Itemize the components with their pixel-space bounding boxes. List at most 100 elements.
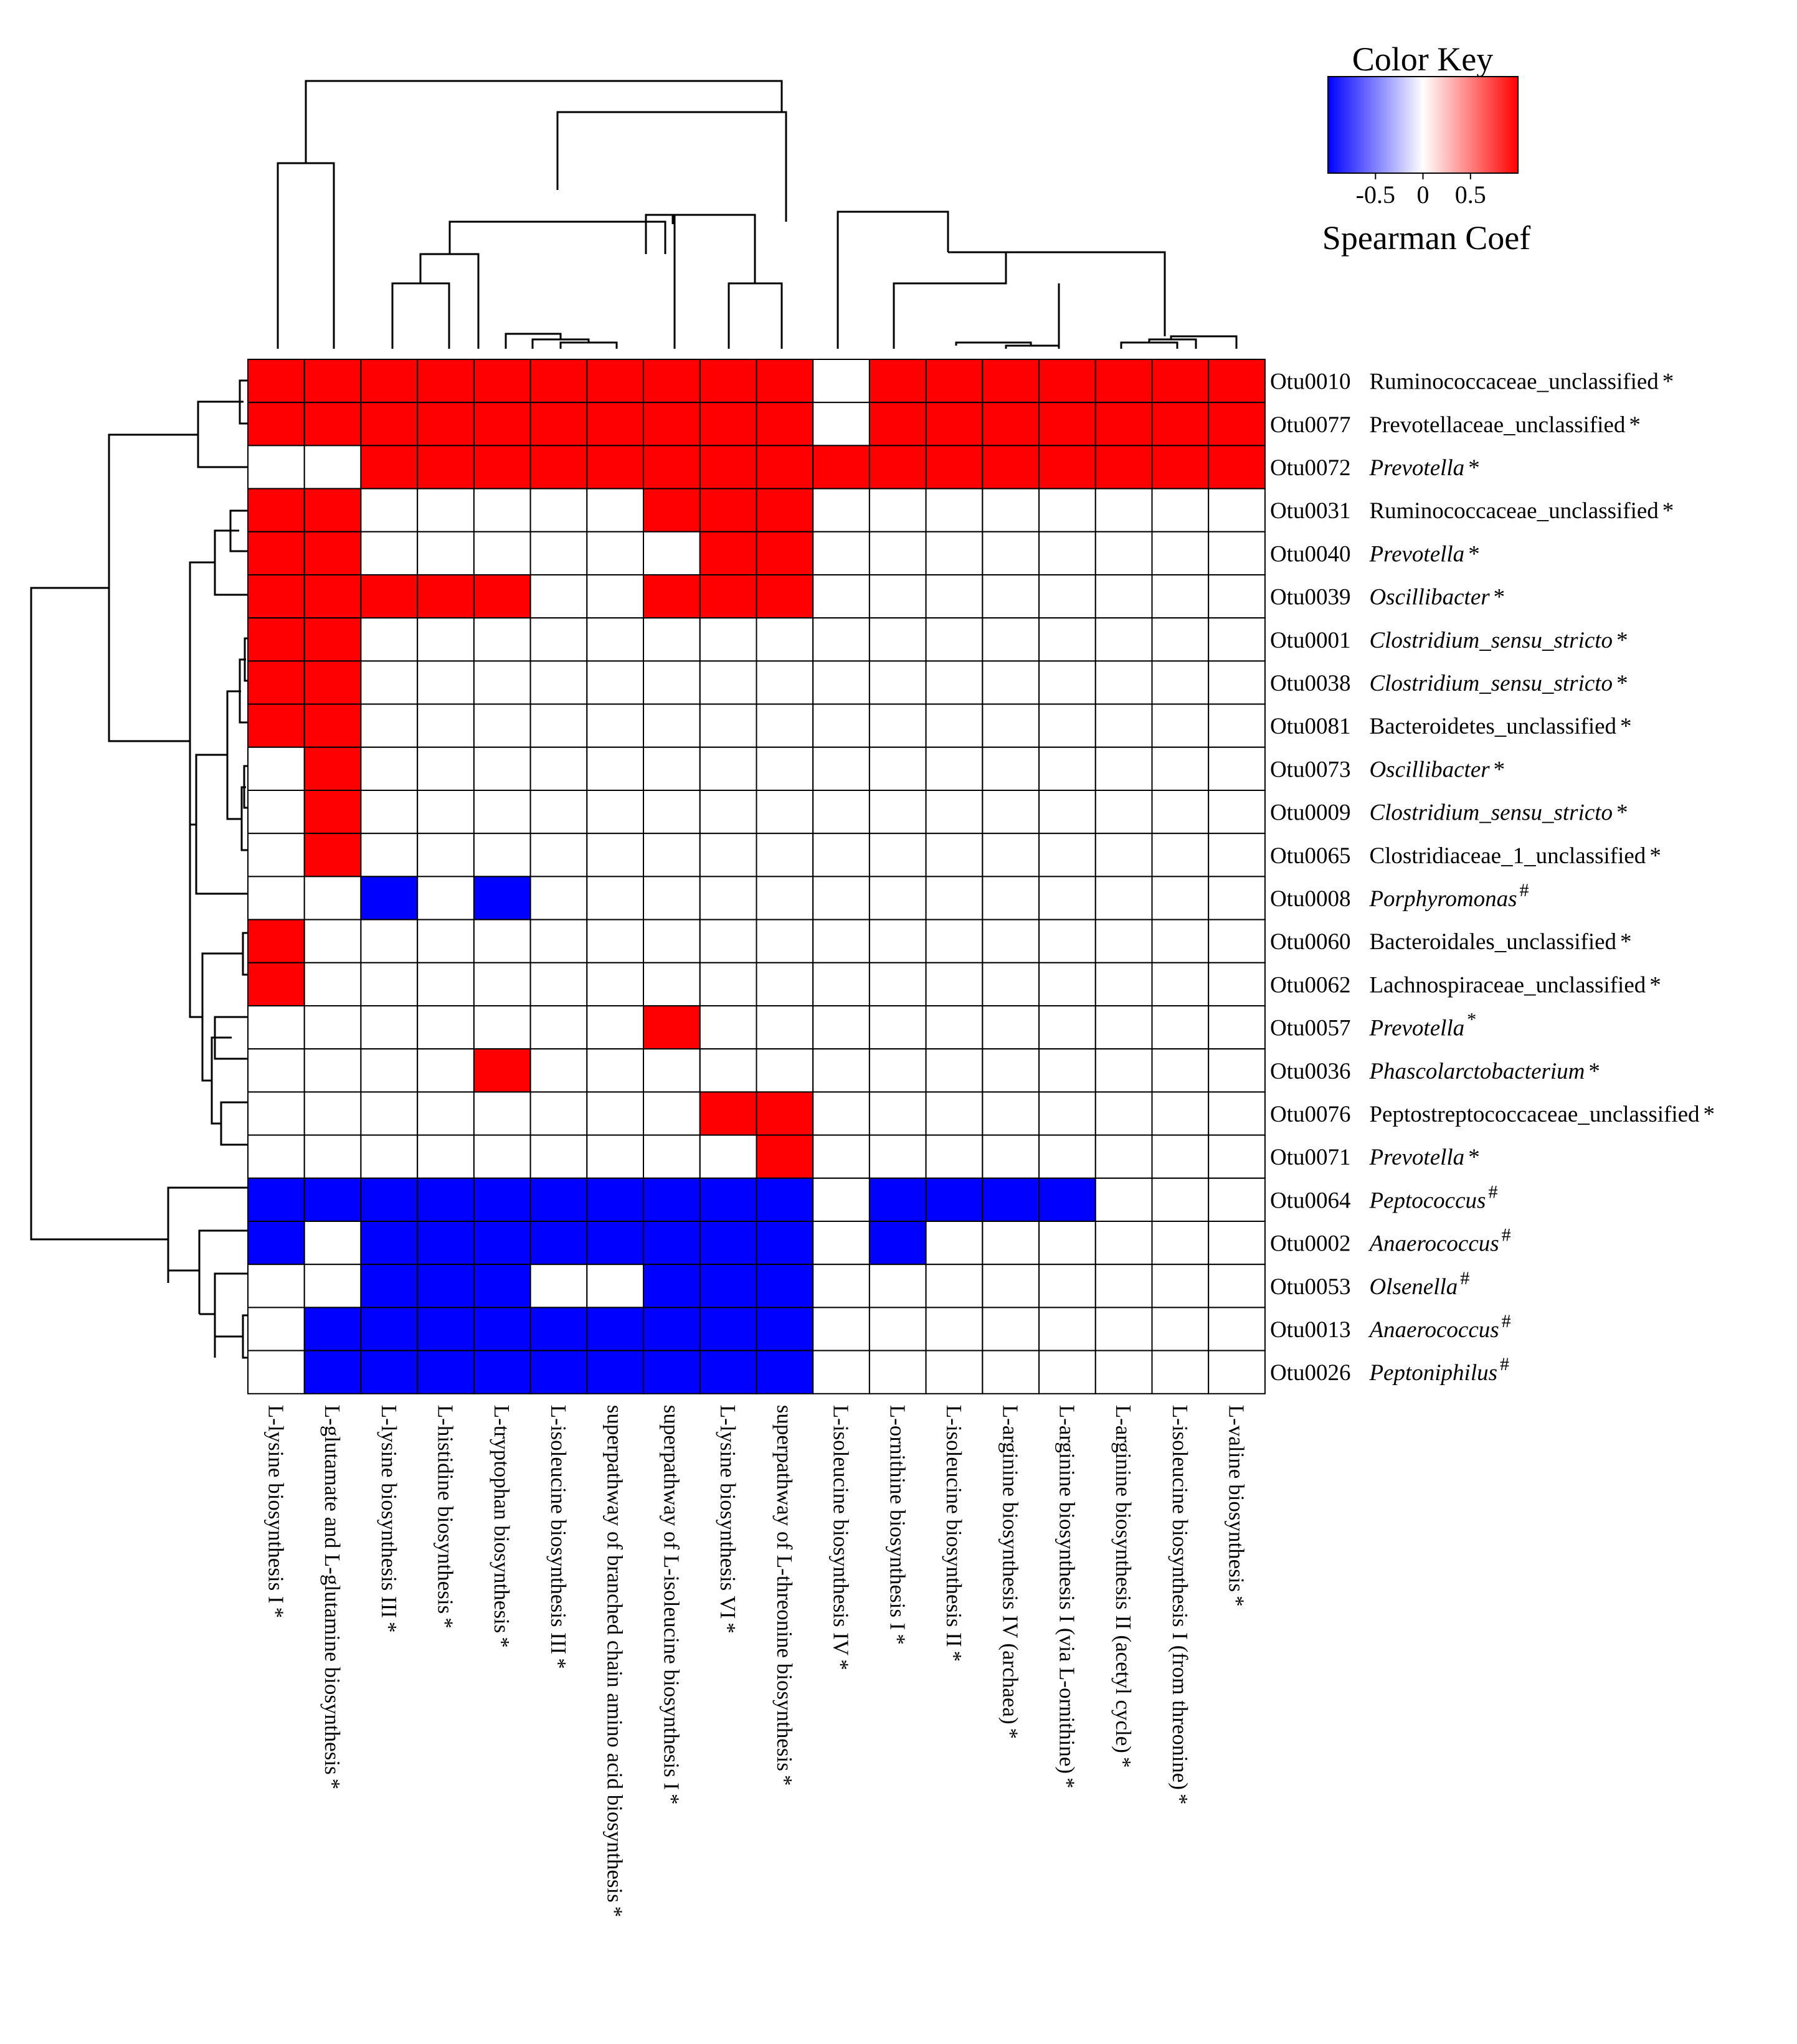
heatmap-cell-r2-c10 xyxy=(812,445,870,490)
row-otu-id: Otu0076 xyxy=(1270,1102,1351,1127)
heatmap-cell-r19-c10 xyxy=(812,1177,870,1223)
column-label: L-arginine biosynthesis IV (archaea)* xyxy=(998,1405,1023,1739)
heatmap-cell-r11-c12 xyxy=(925,833,984,878)
heatmap-cell-r19-c11 xyxy=(868,1177,927,1223)
heatmap-cell-r21-c9 xyxy=(756,1264,814,1308)
heatmap-cell-r4-c2 xyxy=(360,531,419,575)
heatmap-cell-r7-c16 xyxy=(1151,660,1210,705)
heatmap-cell-r15-c6 xyxy=(586,1005,644,1050)
heatmap-cell-r3-c4 xyxy=(473,488,531,532)
row-taxon-name: Anaerococcus xyxy=(1367,1317,1499,1343)
heatmap-cell-r0-c16 xyxy=(1151,359,1210,404)
heatmap-cell-r15-c2 xyxy=(360,1005,419,1050)
row-significance-mark: # xyxy=(1520,880,1529,901)
heatmap-cell-r5-c10 xyxy=(812,574,870,619)
heatmap-cell-r15-c9 xyxy=(756,1005,814,1050)
heatmap-cell-r3-c1 xyxy=(303,488,362,532)
row-taxon-name: Lachnospiraceae_unclassified xyxy=(1369,972,1646,998)
heatmap-cell-r19-c4 xyxy=(473,1177,531,1223)
heatmap-cell-r22-c16 xyxy=(1151,1307,1210,1351)
heatmap-cell-r6-c17 xyxy=(1208,617,1266,662)
column-label-text: L-isoleucine biosynthesis I (from threon… xyxy=(1168,1405,1192,1790)
heatmap-cell-r3-c6 xyxy=(586,488,644,532)
heatmap-cell-r6-c11 xyxy=(868,617,927,662)
heatmap-cell-r5-c0 xyxy=(247,574,305,619)
heatmap-cell-r8-c6 xyxy=(586,703,644,748)
heatmap-cell-r4-c6 xyxy=(586,531,644,575)
heatmap-cell-r9-c12 xyxy=(925,746,984,792)
heatmap-cell-r10-c16 xyxy=(1151,790,1210,835)
heatmap-cell-r6-c10 xyxy=(812,617,870,662)
heatmap-cell-r20-c1 xyxy=(303,1221,362,1266)
heatmap-cell-r12-c16 xyxy=(1151,876,1210,920)
heatmap-cell-r1-c6 xyxy=(586,402,644,447)
row-otu-id: Otu0065 xyxy=(1270,843,1351,869)
heatmap-cell-r7-c1 xyxy=(303,660,362,705)
column-significance-mark: * xyxy=(1111,1757,1136,1768)
heatmap-cell-r13-c12 xyxy=(925,919,984,963)
heatmap-cell-r5-c15 xyxy=(1094,574,1153,619)
heatmap-cell-r4-c8 xyxy=(699,531,757,575)
heatmap-cell-r3-c10 xyxy=(812,488,870,532)
heatmap-cell-r13-c0 xyxy=(247,919,305,963)
heatmap-cell-r19-c14 xyxy=(1038,1177,1096,1223)
row-significance-mark: * xyxy=(1629,412,1641,438)
heatmap-cell-r2-c12 xyxy=(925,445,984,490)
row-otu-id: Otu0077 xyxy=(1270,412,1351,438)
heatmap-cell-r10-c10 xyxy=(812,790,870,835)
row-otu-id: Otu0040 xyxy=(1270,541,1351,567)
heatmap-cell-r8-c7 xyxy=(643,703,701,748)
heatmap-cell-r8-c16 xyxy=(1151,703,1210,748)
heatmap-cell-r23-c10 xyxy=(812,1350,870,1394)
heatmap-cell-r20-c17 xyxy=(1208,1221,1266,1266)
heatmap-cell-r17-c8 xyxy=(699,1091,757,1136)
row-taxon-name: Oscillibacter xyxy=(1369,757,1490,782)
heatmap-cell-r10-c14 xyxy=(1038,790,1096,835)
heatmap-cell-r3-c9 xyxy=(756,488,814,532)
heatmap-cell-r19-c12 xyxy=(925,1177,984,1223)
row-significance-mark: * xyxy=(1468,455,1480,481)
heatmap-cell-r13-c2 xyxy=(360,919,419,963)
heatmap-cell-r19-c7 xyxy=(643,1177,701,1223)
heatmap-cell-r15-c5 xyxy=(529,1005,588,1050)
column-label-text: L-valine biosynthesis xyxy=(1225,1405,1249,1592)
row-significance-mark: * xyxy=(1662,369,1674,395)
row-otu-id: Otu0002 xyxy=(1270,1231,1351,1257)
heatmap-cell-r0-c8 xyxy=(699,359,757,404)
heatmap-cell-r0-c6 xyxy=(586,359,644,404)
heatmap-cell-r22-c2 xyxy=(360,1307,419,1351)
color-key-gradient xyxy=(1327,76,1519,174)
row-otu-id: Otu0072 xyxy=(1270,455,1351,481)
heatmap-cell-r17-c16 xyxy=(1151,1091,1210,1136)
column-significance-mark: * xyxy=(716,1622,740,1634)
heatmap-cell-r1-c8 xyxy=(699,402,757,447)
heatmap-cell-r5-c6 xyxy=(586,574,644,619)
row-significance-mark: # xyxy=(1460,1268,1469,1289)
column-label-text: L-isoleucine biosynthesis II xyxy=(942,1405,966,1647)
heatmap-cell-r16-c5 xyxy=(529,1048,588,1093)
heatmap-cell-r8-c13 xyxy=(982,703,1040,748)
heatmap-cell-r17-c11 xyxy=(868,1091,927,1136)
row-significance-mark: * xyxy=(1649,843,1661,869)
heatmap-cell-r0-c17 xyxy=(1208,359,1266,404)
heatmap-cell-r21-c3 xyxy=(417,1264,475,1308)
color-key-label: Spearman Coef xyxy=(1322,219,1530,257)
heatmap-cell-r8-c1 xyxy=(303,703,362,748)
column-significance-mark: * xyxy=(603,1906,627,1918)
heatmap-cell-r20-c16 xyxy=(1151,1221,1210,1266)
heatmap-cell-r6-c8 xyxy=(699,617,757,662)
heatmap-cell-r18-c5 xyxy=(529,1134,588,1179)
heatmap-cell-r21-c2 xyxy=(360,1264,419,1308)
heatmap-cell-r8-c5 xyxy=(529,703,588,748)
column-label: L-arginine biosynthesis I (via L-ornithi… xyxy=(1055,1405,1079,1789)
heatmap-cell-r2-c11 xyxy=(868,445,927,490)
heatmap-cell-r19-c2 xyxy=(360,1177,419,1223)
heatmap-cell-r3-c11 xyxy=(868,488,927,532)
heatmap-cell-r18-c6 xyxy=(586,1134,644,1179)
heatmap-cell-r15-c8 xyxy=(699,1005,757,1050)
